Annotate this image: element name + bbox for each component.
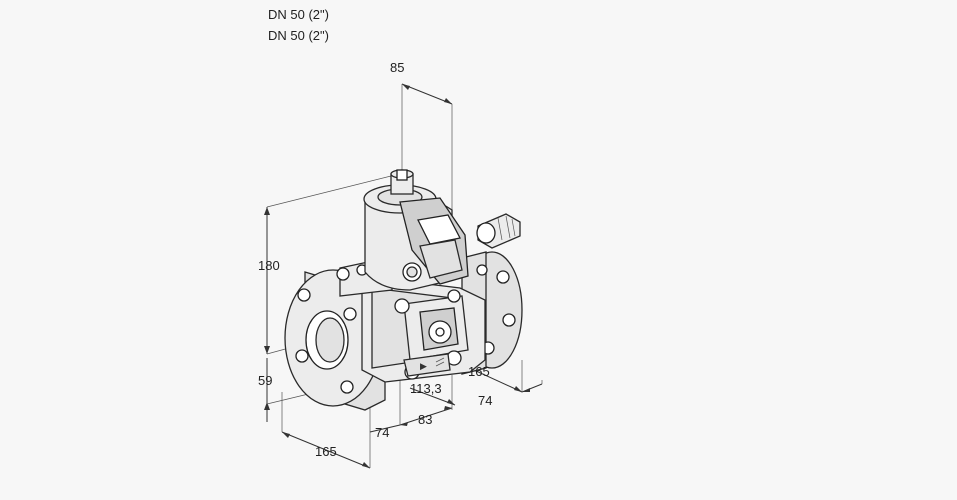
title-line-1: DN 50 (2")	[268, 7, 329, 22]
dim-165-right: 165	[468, 364, 490, 379]
svg-text:▶: ▶	[420, 362, 427, 372]
title-line-2: DN 50 (2")	[268, 28, 329, 43]
dimension-labels: 85 180 59 165 74 113,3 83 74 165	[258, 60, 492, 459]
top-connector	[390, 169, 414, 195]
dim-113-3: 113,3	[410, 381, 442, 396]
dim-74-left: 74	[375, 425, 389, 440]
dim-180: 180	[258, 258, 280, 273]
dim-165-left: 165	[315, 444, 337, 459]
cable-gland	[476, 213, 521, 249]
pressure-module: ▶	[394, 289, 469, 380]
dim-83: 83	[418, 412, 432, 427]
dim-74-right: 74	[478, 393, 492, 408]
dim-59: 59	[258, 373, 272, 388]
dimension-lines	[264, 83, 543, 469]
dim-85: 85	[390, 60, 404, 75]
solenoid-actuator	[363, 184, 469, 291]
